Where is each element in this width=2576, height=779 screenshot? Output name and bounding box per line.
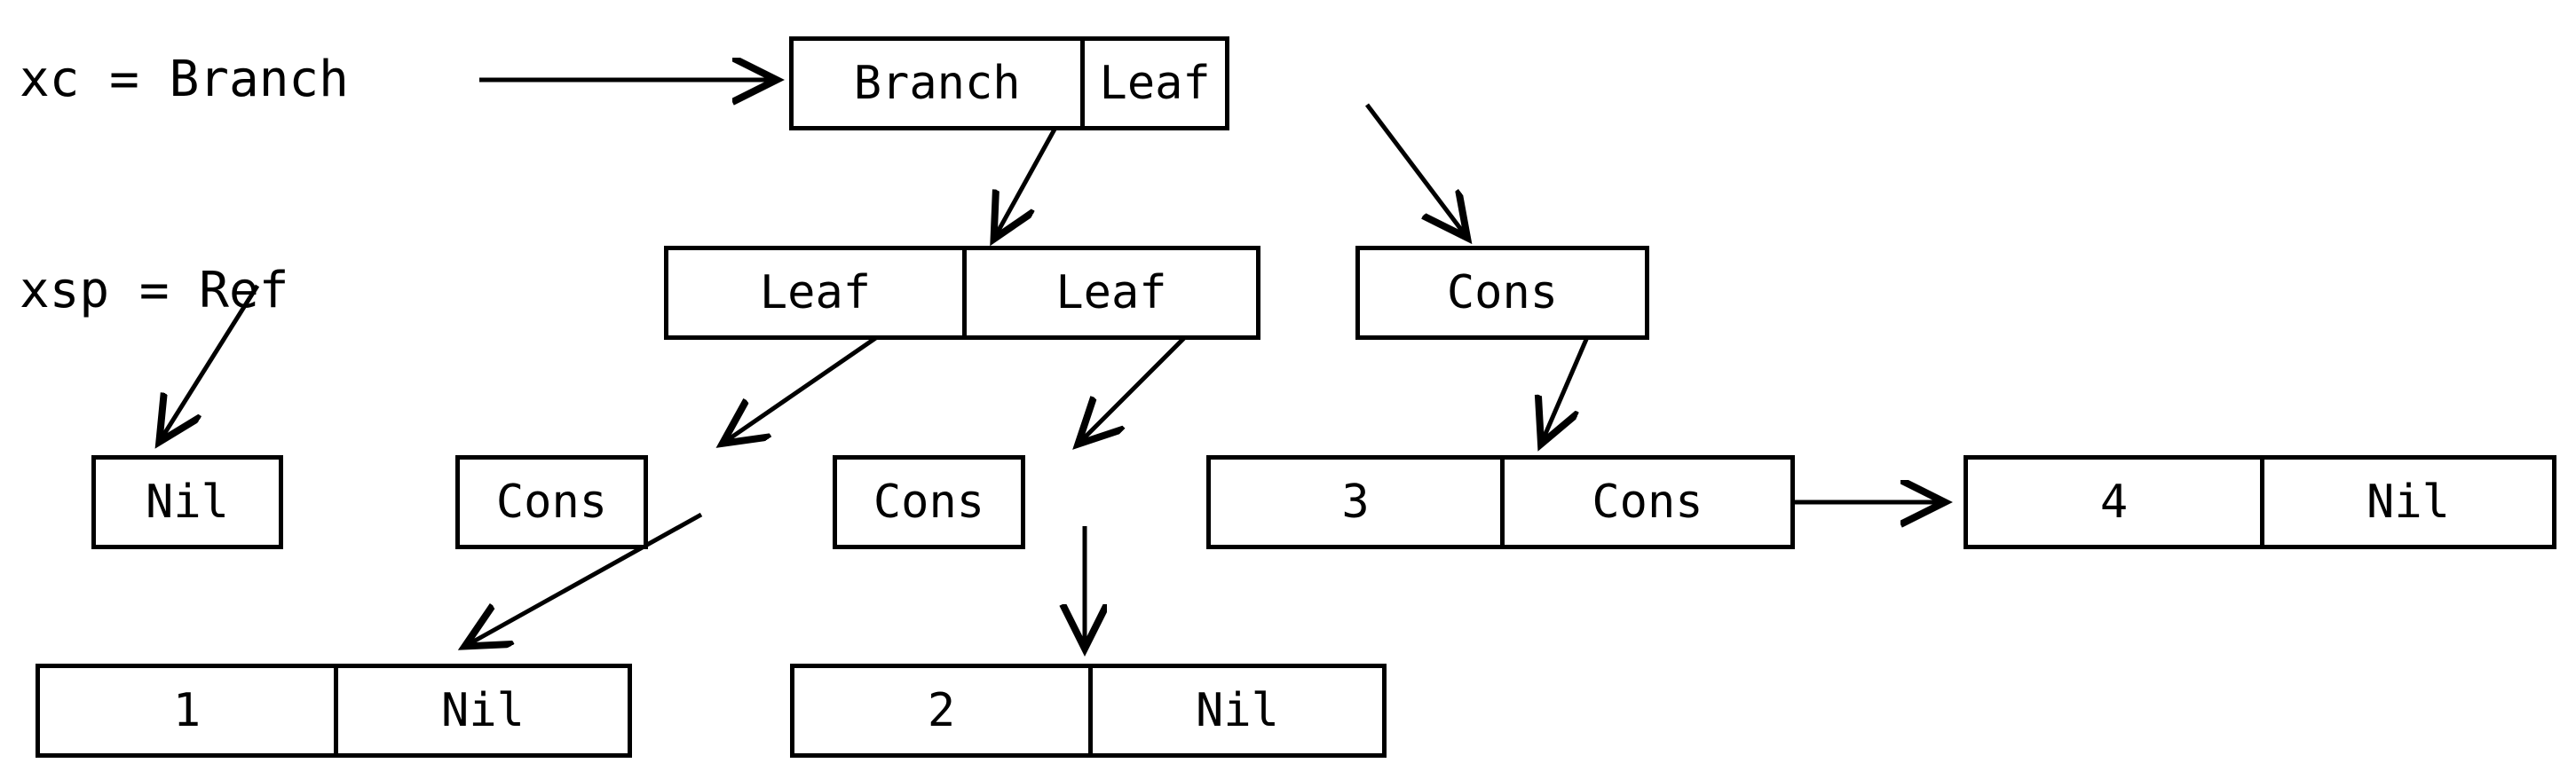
node-leaf-leaf: Leaf Leaf xyxy=(664,246,1260,340)
cell-3: 3 xyxy=(1341,476,1370,529)
cell-cons: Cons xyxy=(495,476,608,529)
node-4-nil: 4 Nil xyxy=(1964,455,2556,549)
node-2-nil: 2 Nil xyxy=(790,664,1387,758)
arrow-leaf-to-cons xyxy=(1365,103,1465,234)
cell-leaf: Leaf xyxy=(759,266,872,319)
binding-label-xsp: xsp = Ref xyxy=(20,262,289,319)
cell-4: 4 xyxy=(2099,476,2129,529)
cell-leaf: Leaf xyxy=(1080,41,1225,126)
node-branch-leaf: Branch Leaf xyxy=(789,36,1229,130)
cell-branch: Branch xyxy=(853,57,1021,110)
cell-nil: Nil xyxy=(333,668,628,753)
cell-cons: Cons xyxy=(873,476,985,529)
node-cons-b: Cons xyxy=(833,455,1025,549)
node-cons-a: Cons xyxy=(455,455,648,549)
node-3-cons: 3 Cons xyxy=(1206,455,1795,549)
node-1-nil: 1 Nil xyxy=(36,664,632,758)
cell-2: 2 xyxy=(927,684,956,737)
node-cons-top: Cons xyxy=(1355,246,1649,340)
binding-label-xc: xc = Branch xyxy=(20,51,349,108)
cell-leaf: Leaf xyxy=(961,250,1256,335)
cell-nil: Nil xyxy=(1087,668,1382,753)
cell-cons: Cons xyxy=(1446,266,1559,319)
cell-nil: Nil xyxy=(2259,460,2552,545)
cell-cons: Cons xyxy=(1499,460,1790,545)
cell-nil: Nil xyxy=(146,476,229,529)
node-nil-left: Nil xyxy=(91,455,283,549)
cell-1: 1 xyxy=(172,684,201,737)
